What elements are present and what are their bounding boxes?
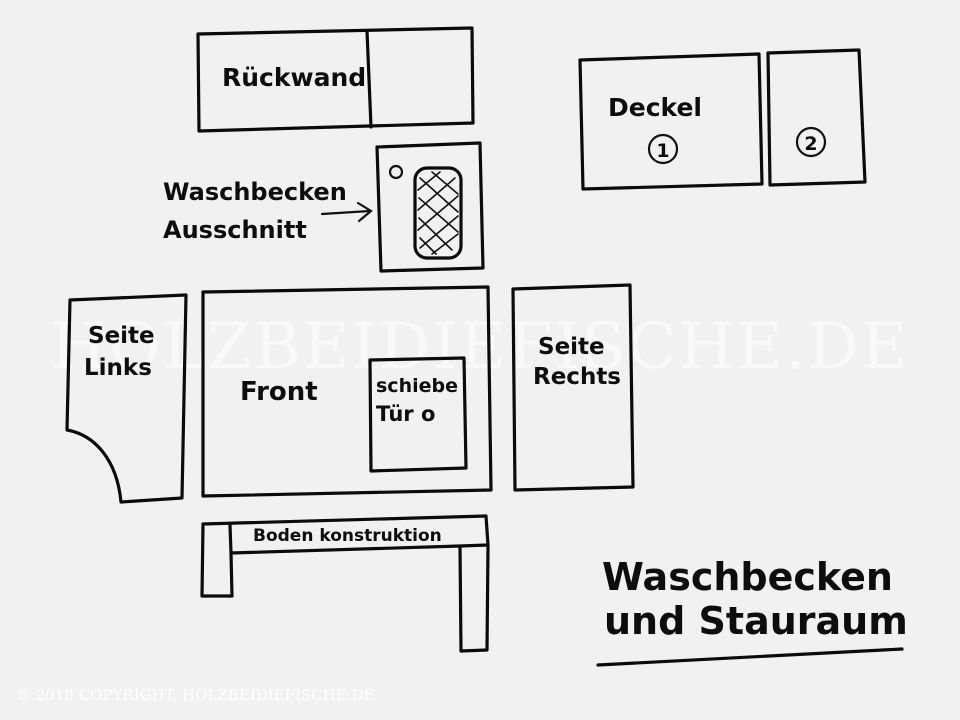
watermark-text: HOLZBEIDIEFISCHE.DE — [51, 310, 910, 384]
waschbecken-ausschnitt-label-line2: Ausschnitt — [163, 216, 307, 244]
title-underline — [596, 647, 904, 667]
rueckwand-panel: Rückwand — [196, 26, 475, 133]
seite-rechts-panel: Seite Rechts — [511, 283, 635, 492]
deckel-number-2-circle — [795, 126, 827, 158]
seite-rechts-label-line2: Rechts — [533, 364, 621, 390]
front-label: Front — [240, 377, 318, 407]
schiebe-tuer-label-line2: Tür o — [376, 402, 435, 426]
title-line1: Waschbecken — [602, 555, 893, 599]
copyright-text: © 2018 COPYRIGHT, HOLZBEIDIEFISCHE.DE — [16, 686, 375, 704]
boden-konstruktion-label: Boden konstruktion — [253, 526, 442, 546]
schiebe-tuer-label-line1: schiebe — [376, 375, 458, 397]
tap-hole-icon — [388, 164, 404, 180]
deckel-label: Deckel — [608, 93, 702, 122]
title-line2: und Stauraum — [604, 599, 908, 643]
waschbecken-panel — [375, 141, 485, 273]
boden-konstruktion-panel: Boden konstruktion — [200, 514, 490, 653]
waschbecken-ausschnitt-label-line1: Waschbecken — [163, 178, 347, 206]
rueckwand-label: Rückwand — [222, 63, 366, 92]
seite-links-label-line1: Seite — [88, 323, 155, 349]
deckel-panel-2: 2 — [766, 48, 867, 187]
seite-links-label-line2: Links — [84, 355, 152, 381]
sink-cutout-hatching — [417, 171, 459, 255]
front-panel: Front schiebe Tür o — [201, 285, 493, 498]
deckel-panel-1: Deckel 1 — [578, 52, 764, 191]
seite-links-panel: Seite Links — [65, 293, 188, 504]
sink-cutout — [413, 166, 463, 260]
schiebe-tuer-panel — [368, 356, 468, 473]
deckel-number-1: 1 — [656, 140, 669, 162]
deckel-number-1-circle — [647, 133, 679, 165]
seite-rechts-label-line1: Seite — [538, 334, 605, 360]
arrow-line — [320, 209, 372, 216]
deckel-number-2: 2 — [804, 133, 817, 155]
sketch-title: Waschbecken und Stauraum — [596, 555, 908, 667]
arrow-head-icon — [356, 201, 373, 223]
waschbecken-ausschnitt-callout: Waschbecken Ausschnitt — [163, 178, 373, 244]
